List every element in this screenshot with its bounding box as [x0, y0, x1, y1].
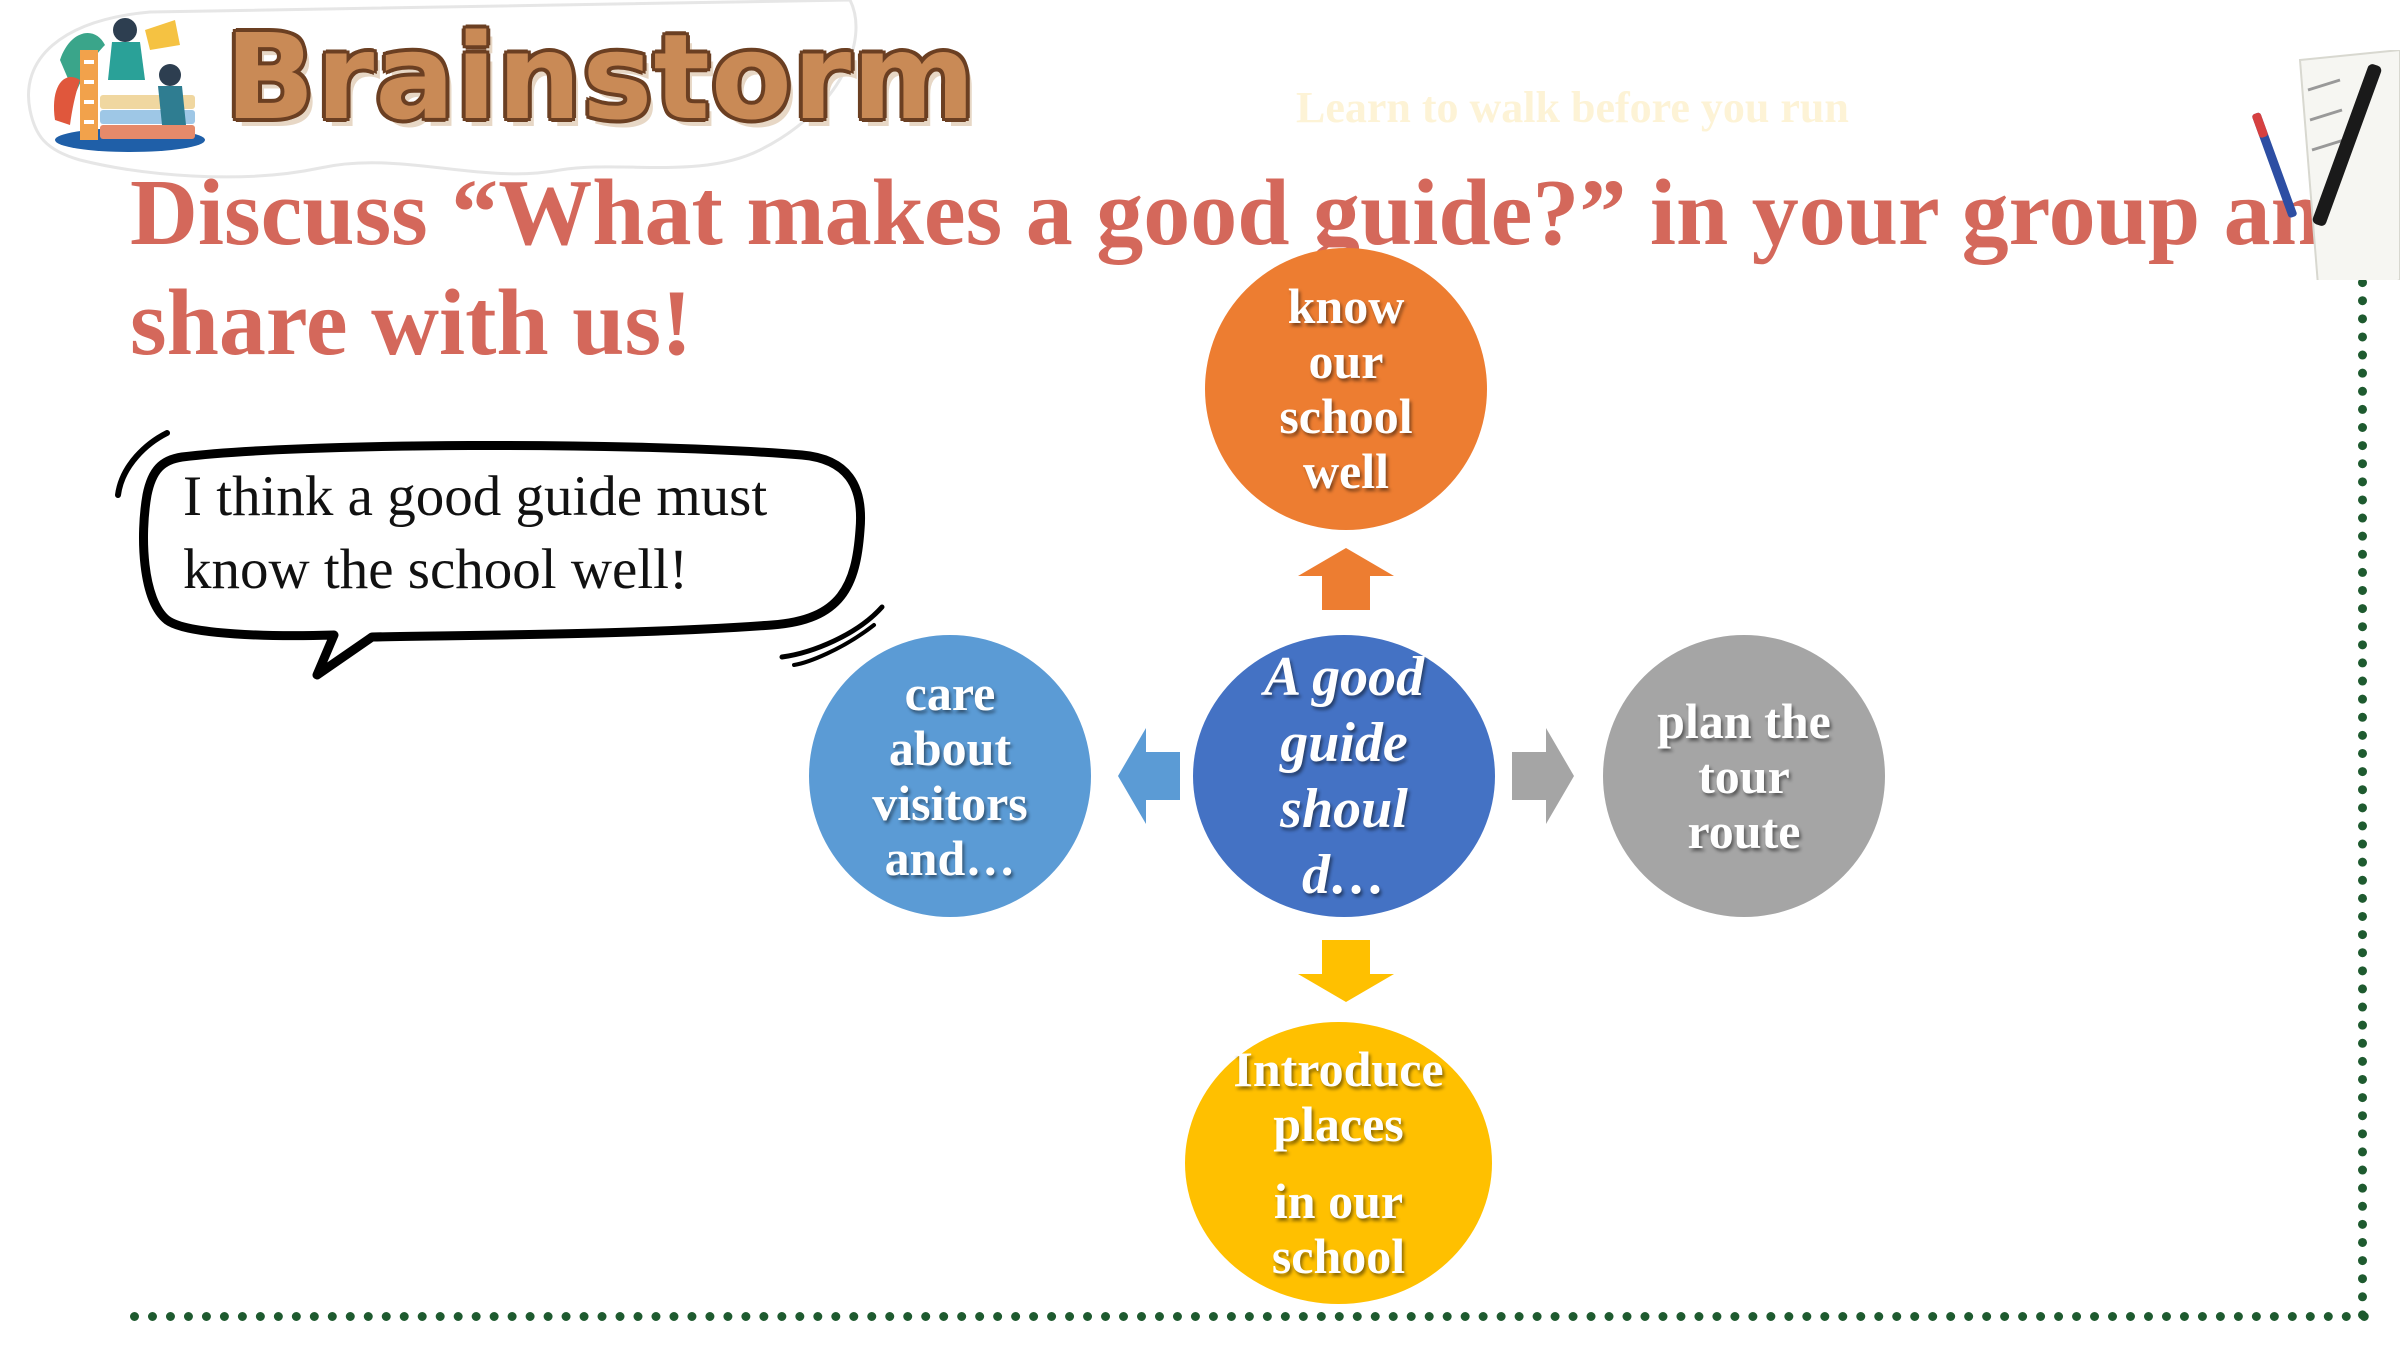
dotted-frame-right	[2358, 260, 2367, 1320]
reading-people-icon	[54, 18, 205, 152]
speech-bubble	[115, 430, 885, 680]
node-left-line-4: and…	[884, 830, 1016, 886]
node-center-good-guide: A good guide shoul d…	[1193, 635, 1495, 917]
brainstorm-badge	[27, 0, 858, 179]
node-bottom-line-3: in our	[1273, 1173, 1404, 1229]
node-introduce-places: Introduce places in our school	[1185, 1022, 1492, 1304]
arrow-right-icon	[1512, 728, 1574, 824]
node-top-line-3: school	[1279, 388, 1413, 444]
speech-line-1: I think a good guide must	[183, 465, 768, 528]
arrow-left-icon	[1118, 728, 1180, 824]
node-plan-tour-route: plan the tour route	[1603, 635, 1885, 917]
prompt-line-1: Discuss “What makes a good guide?” in yo…	[130, 161, 2376, 265]
speech-text: I think a good guide must know the schoo…	[183, 460, 863, 606]
node-right-line-1: plan the	[1657, 692, 1831, 749]
brainstorm-title: Brainstorm	[225, 8, 977, 146]
node-know-school: know our school well	[1205, 248, 1487, 530]
arrow-up-icon	[1298, 548, 1394, 610]
speech-line-2: know the school well!	[183, 538, 688, 601]
node-left-line-2: about	[888, 720, 1012, 776]
prompt-line-2: share with us!	[130, 271, 693, 375]
notebook-pen-icon	[2252, 50, 2400, 280]
node-left-line-3: visitors	[872, 775, 1028, 831]
node-top-line-4: well	[1302, 443, 1390, 499]
node-center-line-4: d…	[1301, 844, 1386, 906]
node-center-line-2: guide	[1280, 712, 1408, 774]
dotted-frame-bottom	[130, 1312, 2370, 1321]
arrow-down-icon	[1298, 940, 1394, 1002]
node-bottom-line-1: Introduce	[1233, 1041, 1444, 1097]
node-center-line-3: shoul	[1280, 778, 1408, 840]
motto-text: Learn to walk before you run	[1296, 83, 1849, 132]
node-right-line-3: route	[1687, 802, 1801, 859]
node-left-line-1: care	[904, 665, 996, 721]
node-right-line-2: tour	[1698, 747, 1790, 804]
node-center-line-1: A good	[1263, 646, 1425, 708]
node-bottom-line-4: school	[1271, 1228, 1406, 1284]
node-top-line-2: our	[1308, 333, 1384, 389]
node-bottom-line-2: places	[1273, 1096, 1404, 1152]
discussion-prompt: Discuss “What makes a good guide?” in yo…	[130, 158, 2376, 378]
node-top-line-1: know	[1287, 278, 1405, 334]
node-care-about-visitors: care about visitors and…	[809, 635, 1091, 917]
